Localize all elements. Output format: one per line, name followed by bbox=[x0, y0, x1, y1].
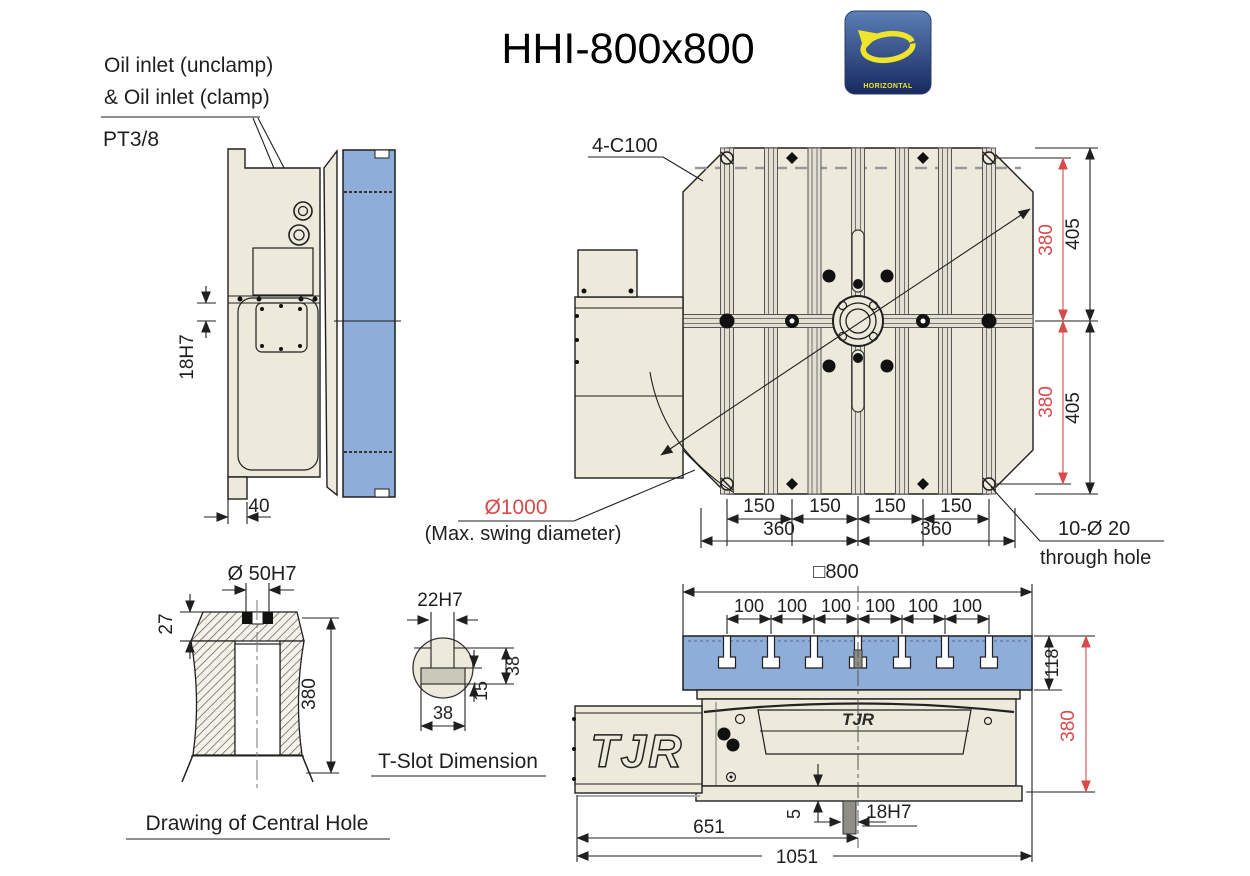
through-hole-callout: 10-Ø 20 through hole bbox=[990, 486, 1164, 569]
key-depth-dimension: 5 bbox=[784, 764, 823, 822]
total-depth-dimension: 38 bbox=[501, 647, 523, 685]
through-hole-text-1: 10-Ø 20 bbox=[1058, 518, 1130, 540]
horizontal-rotary-logo: HORIZONTAL bbox=[844, 10, 932, 95]
oil-inlet-callout-line2: & Oil inlet (clamp) bbox=[104, 86, 270, 109]
lower-depth-dimension: 15 bbox=[469, 650, 491, 702]
pitch-4: 100 bbox=[865, 596, 895, 616]
slot-width-dim-text: 22H7 bbox=[417, 590, 462, 611]
page-title: HHI-800x800 bbox=[501, 25, 754, 73]
foot-dimension-40: 40 bbox=[204, 481, 271, 524]
half-width-dim-top: 405 bbox=[1063, 218, 1084, 250]
side-key-dim-text: 18H7 bbox=[177, 334, 198, 379]
height-dimension-380: 380 bbox=[299, 617, 339, 774]
hole-left-wall bbox=[190, 640, 236, 756]
lower-depth-text: 15 bbox=[471, 681, 491, 701]
plate-notch-bottom bbox=[374, 488, 390, 498]
front-view: □800 100 100 100 100 100 100 bbox=[572, 561, 1095, 868]
pitch-5: 100 bbox=[908, 596, 938, 616]
center-dist-dim-top: 380 bbox=[1036, 224, 1057, 256]
oil-inlet-callout-line1: Oil inlet (unclamp) bbox=[104, 54, 273, 77]
side-table-plate bbox=[342, 149, 396, 498]
center-bore-assembly bbox=[832, 295, 884, 347]
slot-pitch-3: 150 bbox=[874, 496, 906, 517]
t-slot-caption: T-Slot Dimension bbox=[378, 750, 538, 773]
top-view-right-dimensions: 405 405 380 380 bbox=[996, 147, 1098, 495]
front-key-dim-text: 18H7 bbox=[866, 802, 911, 823]
through-hole-text-2: through hole bbox=[1040, 547, 1151, 569]
t-slot-detail: 22H7 15 38 38 T-Slot Dimension bbox=[371, 590, 546, 777]
side-body bbox=[227, 148, 321, 478]
brand-logo-large: TJR bbox=[591, 725, 684, 777]
oil-inlet-fittings bbox=[288, 201, 313, 246]
front-right-dimensions: 118 380 bbox=[1026, 635, 1095, 793]
height-dim-text: 380 bbox=[299, 678, 320, 710]
center-dist-text: 651 bbox=[693, 817, 725, 838]
central-hole-caption: Drawing of Central Hole bbox=[146, 812, 369, 835]
key-depth-text: 5 bbox=[784, 809, 804, 819]
key-dimension-18h7: 18H7 bbox=[177, 286, 216, 380]
locating-key bbox=[842, 800, 857, 835]
hole-right-wall bbox=[279, 640, 305, 756]
swing-dia-text: Ø1000 bbox=[484, 496, 547, 519]
table-width-dim-text: □800 bbox=[813, 561, 858, 583]
total-depth-text: 38 bbox=[503, 656, 523, 676]
rotation-arrow-icon bbox=[860, 30, 916, 64]
foot-dim-text: 40 bbox=[248, 496, 269, 517]
half-width-dim-bottom: 405 bbox=[1063, 392, 1084, 424]
logo-background bbox=[844, 10, 932, 95]
motor-housing bbox=[574, 249, 684, 479]
slot-pitch-1: 150 bbox=[743, 496, 775, 517]
table-height-text: 118 bbox=[1042, 649, 1062, 678]
chamfer-callout: 4-C100 bbox=[588, 135, 704, 182]
center-dist-dim-bottom: 380 bbox=[1036, 386, 1057, 418]
slot-pitch-2: 150 bbox=[809, 496, 841, 517]
key-width-dimension: 18H7 bbox=[814, 802, 917, 827]
front-body-details bbox=[715, 702, 993, 785]
thread-label: PT3/8 bbox=[103, 128, 159, 151]
slot-pitch-dimensions: 100 100 100 100 100 100 bbox=[726, 596, 990, 634]
rotation-arrowhead-icon bbox=[858, 30, 880, 50]
pitch-3: 100 bbox=[821, 596, 851, 616]
depth-dimension-27: 27 bbox=[156, 594, 203, 659]
pitch-1: 100 bbox=[734, 596, 764, 616]
hole-bottom-flare bbox=[181, 754, 314, 783]
base-width-dimension: 38 bbox=[420, 684, 466, 731]
top-view-bottom-dimensions: 150 150 150 150 360 360 bbox=[700, 496, 1016, 548]
pitch-6: 100 bbox=[952, 596, 982, 616]
side-view: Oil inlet (unclamp) & Oil inlet (clamp) … bbox=[101, 54, 401, 524]
side-foot bbox=[227, 476, 248, 500]
pitch-2: 100 bbox=[777, 596, 807, 616]
corner-through-holes bbox=[720, 151, 996, 491]
plate-notch-top bbox=[374, 149, 390, 159]
length-dimensions: 651 1051 bbox=[576, 795, 1033, 868]
bolt-span-1: 360 bbox=[763, 519, 795, 540]
edge-diamond-markers bbox=[786, 152, 929, 490]
top-view: 4-C100 Ø1000 (Max. swing diameter) 405 4… bbox=[425, 135, 1164, 569]
overall-length-text: 1051 bbox=[776, 847, 818, 868]
bore-dim-text: Ø 50H7 bbox=[228, 563, 297, 585]
slot-pitch-4: 150 bbox=[940, 496, 972, 517]
t-slot-profile bbox=[414, 612, 514, 685]
central-hole-detail: Ø 50H7 27 380 Drawing of Ce bbox=[126, 563, 390, 840]
front-left-block: TJR bbox=[572, 705, 703, 797]
side-body-details bbox=[228, 247, 320, 471]
swing-dia-note-text: (Max. swing diameter) bbox=[425, 523, 622, 545]
logo-label: HORIZONTAL bbox=[863, 83, 913, 90]
side-platen-strip bbox=[323, 148, 338, 497]
front-base-plate bbox=[695, 785, 1023, 802]
bolt-span-2: 360 bbox=[920, 519, 952, 540]
depth-dim-text: 27 bbox=[156, 613, 177, 634]
base-width-text: 38 bbox=[433, 703, 453, 723]
body-height-text: 380 bbox=[1058, 710, 1079, 742]
chamfer-label-text: 4-C100 bbox=[592, 135, 658, 157]
swing-diameter-callout: Ø1000 (Max. swing diameter) bbox=[425, 208, 1031, 545]
